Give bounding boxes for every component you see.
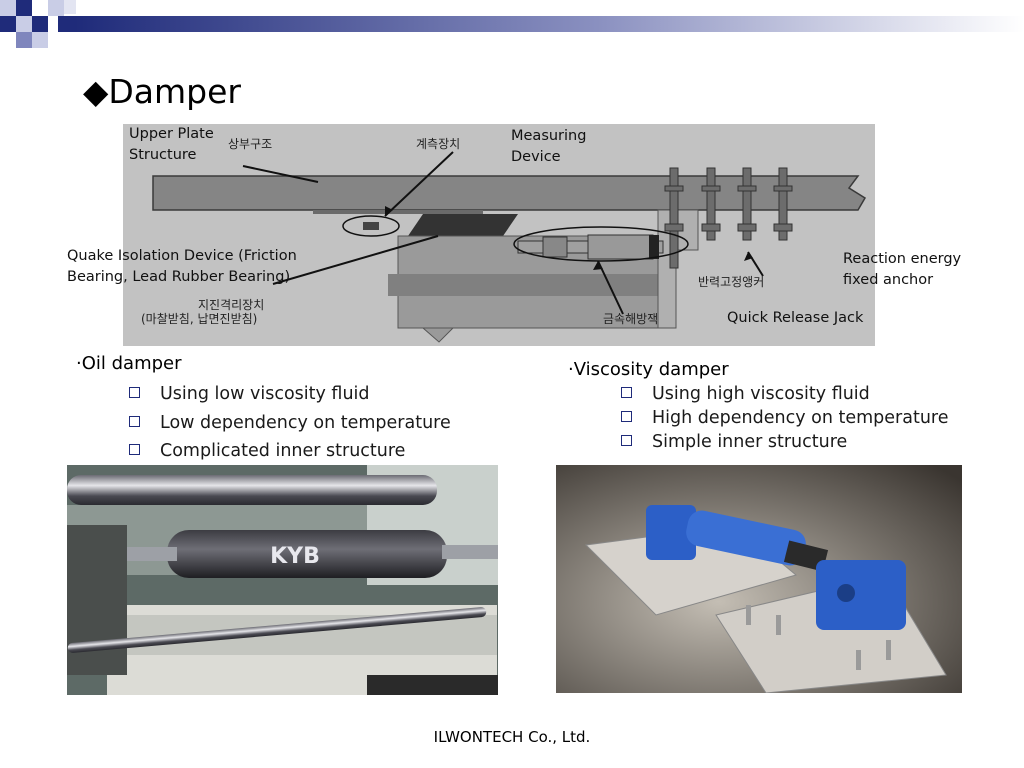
square-bullet-icon [621,411,632,422]
oil-damper-photo: KYB [67,465,498,695]
measuring-device-label: Measuring Device [511,128,587,165]
upper-plate-label: Upper Plate Structure [129,126,214,163]
viscosity-damper-photo [556,465,962,693]
viscosity-damper-heading: ·Viscosity damper [568,359,729,380]
quick-release-label: Quick Release Jack [727,310,864,326]
isolation-device-ko-sublabel: (마찰받침, 납면진받침) [141,312,257,326]
damper-installation-diagram: 상부구조 계측장치 지진격리장치 (마찰받침, 납면진받침) 반력고정앵커 금속… [123,124,875,346]
measuring-device-ko-label: 계측장치 [416,137,460,151]
upper-structure-ko-label: 상부구조 [228,137,272,151]
footer-company: ILWONTECH Co., Ltd. [433,728,591,746]
diamond-icon: ◆ [83,72,109,111]
oil-damper-item: Low dependency on temperature [129,411,451,435]
oil-damper-item: Using low viscosity fluid [129,382,370,406]
square-bullet-icon [621,435,632,446]
viscosity-damper-item: High dependency on temperature [621,406,949,430]
metal-jack-ko-label: 금속해방잭 [603,312,658,326]
kyb-logo: KYB [270,544,320,569]
square-bullet-icon [129,416,140,427]
reaction-anchor-label: Reaction energy fixed anchor [843,251,962,288]
square-bullet-icon [129,387,140,398]
square-bullet-icon [129,444,140,455]
square-bullet-icon [621,387,632,398]
quake-isolation-label: Quake Isolation Device (Friction Bearing… [67,248,297,285]
slide-title: ◆Damper [83,70,241,114]
header-decoration [0,0,1024,48]
reaction-anchor-ko-label: 반력고정앵커 [698,275,764,289]
viscosity-damper-item: Using high viscosity fluid [621,382,870,406]
oil-damper-heading: ·Oil damper [76,353,182,374]
oil-damper-item: Complicated inner structure [129,439,405,463]
isolation-device-ko-label: 지진격리장치 [198,298,264,312]
slide-title-text: Damper [108,72,241,111]
viscosity-damper-item: Simple inner structure [621,430,847,454]
